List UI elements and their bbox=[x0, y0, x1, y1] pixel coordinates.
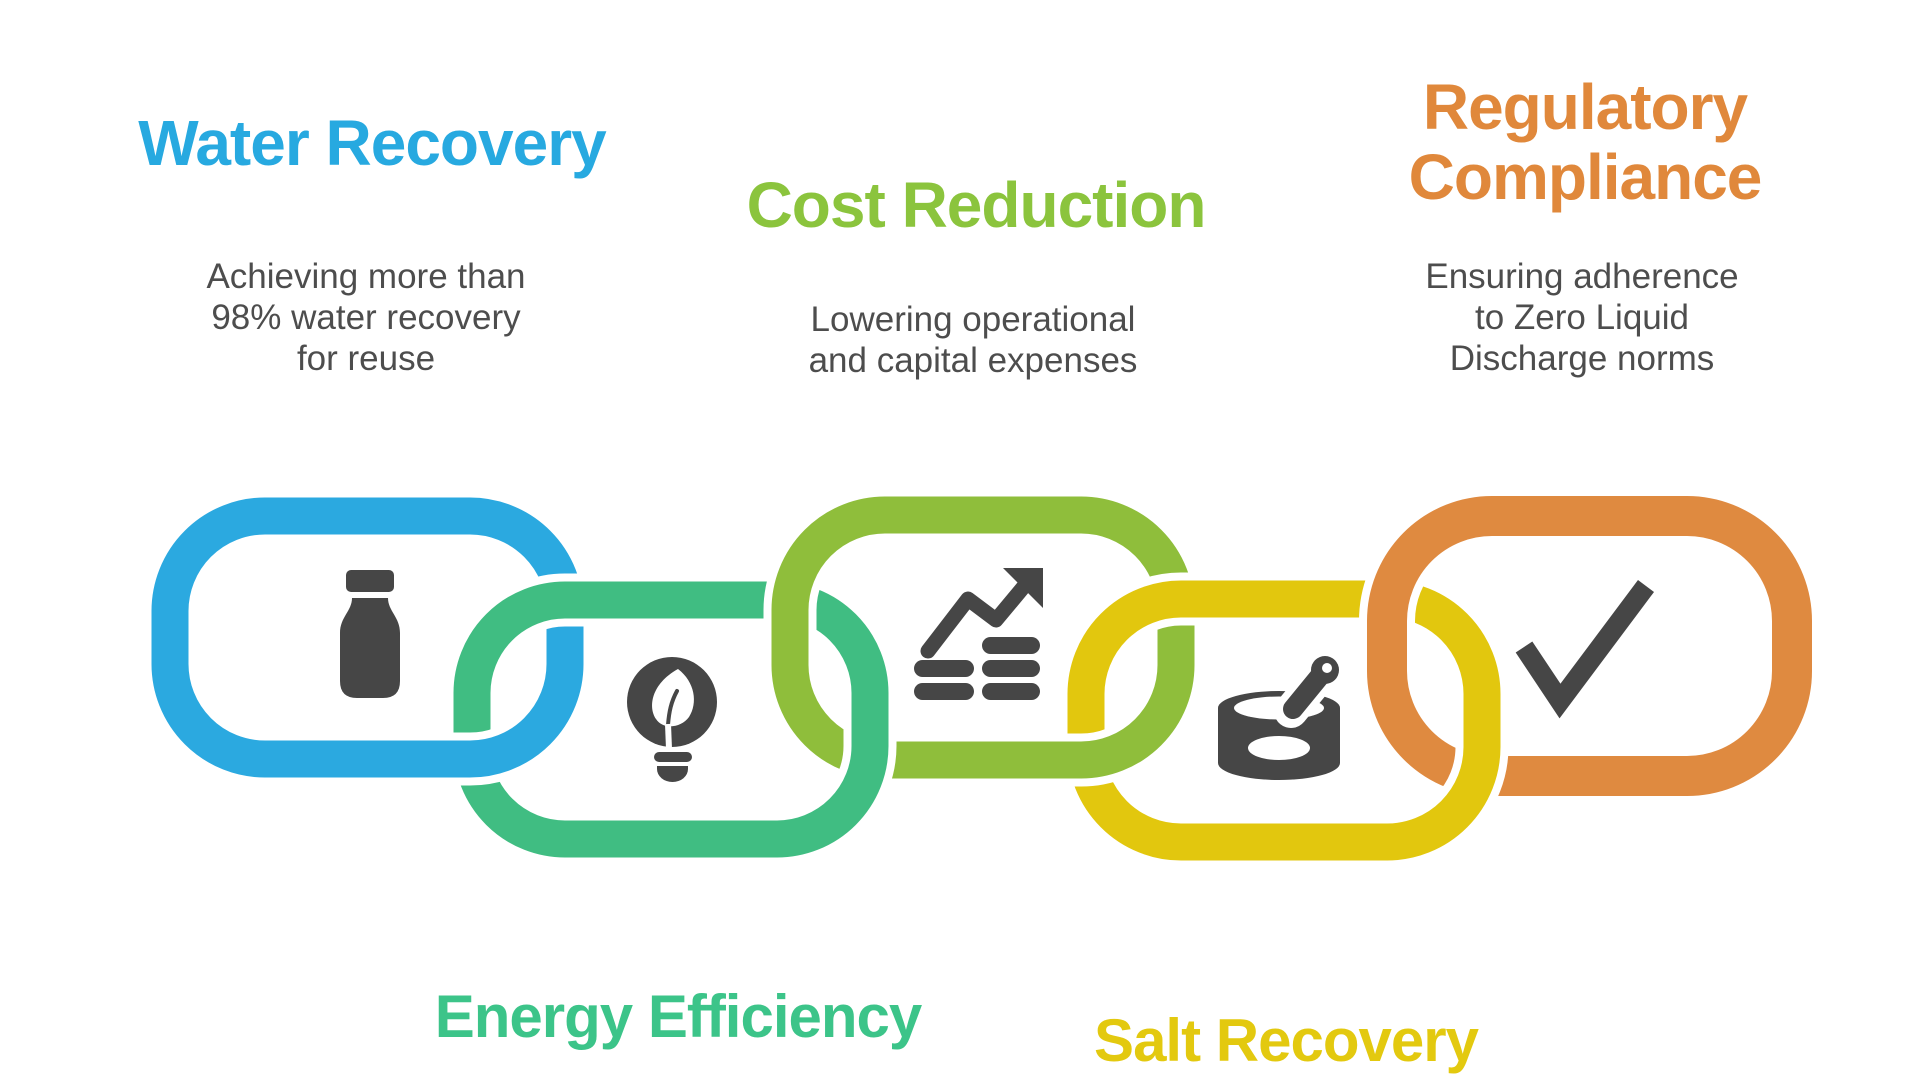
cost-link-weave bbox=[1002, 645, 1195, 779]
water-recovery-title: Water Recovery bbox=[138, 107, 606, 179]
growth-chart-icon bbox=[914, 568, 1043, 700]
regulatory-link bbox=[1367, 496, 1812, 796]
salt-can-icon bbox=[1218, 655, 1340, 780]
regulatory-compliance-title: Regulatory Compliance bbox=[1408, 71, 1763, 213]
cost-reduction-title: Cost Reduction bbox=[746, 169, 1207, 241]
salt-link-weave bbox=[1302, 700, 1501, 861]
water-recovery-description: Achieving more than 98% water recovery f… bbox=[206, 257, 526, 378]
checkmark-icon bbox=[1515, 580, 1655, 719]
cost-reduction-description: Lowering operational and capital expense… bbox=[808, 300, 1138, 380]
energy-link-weave bbox=[702, 700, 889, 858]
water-link-weave bbox=[402, 645, 584, 778]
energy-efficiency-title: Energy Efficiency bbox=[434, 983, 923, 1050]
regulatory-compliance-description: Ensuring adherence to Zero Liquid Discha… bbox=[1425, 257, 1739, 378]
eco-bulb-icon bbox=[627, 657, 717, 782]
bottle-icon bbox=[340, 570, 400, 698]
salt-recovery-title: Salt Recovery bbox=[1094, 1007, 1479, 1074]
